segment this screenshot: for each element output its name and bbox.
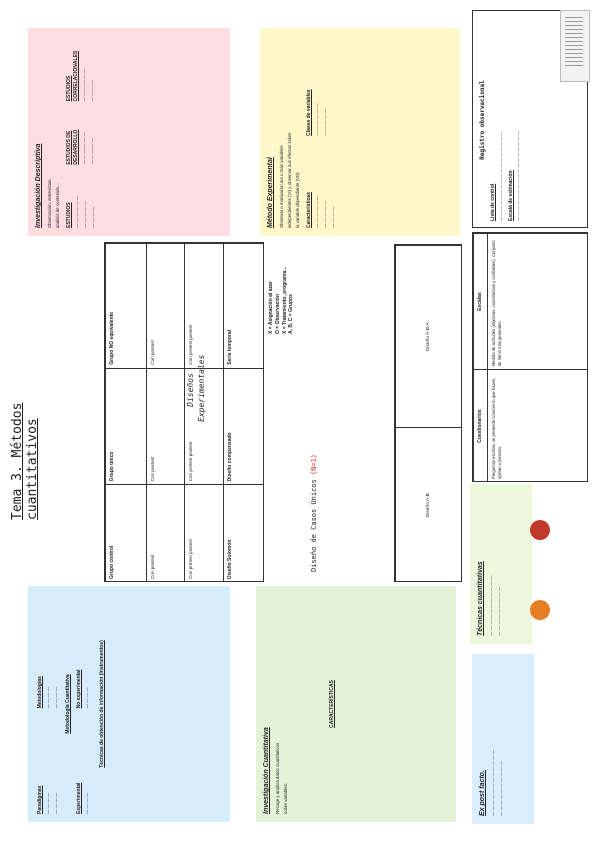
cuantitativa-line-1: Recoge y analiza datos cuantitativos [275,742,281,814]
cuantitativa-title: Investigación Cuantitativa [263,727,270,814]
paradigmas-sub-right: No experimental [76,669,83,709]
single-case-designs-table: Diseño A-B Diseño A-B-A [394,244,462,582]
logo-icon-2 [530,600,550,620]
design-ab-label: Diseño A-B [395,427,461,581]
designs-heading-text: Diseños Experimentales [186,354,206,422]
legend-item-0: X = Asignación al azar [268,281,274,334]
design-cell-0-2: Grupo NO equivalente [105,243,147,369]
descriptiva-line-1: Observación, entrevistas, [47,178,53,228]
experimental-col-2: Clases de variables [306,89,313,136]
card-investigacion-descriptiva: Investigación Descriptiva Observación, e… [28,28,230,236]
registro-observacional: Registro observacional Lista de control … [472,10,588,228]
cuantitativa-line-2: sobre variables. [283,783,289,814]
experimental-designs-table: Grupo control Grupo único Grupo NO equiv… [104,242,264,582]
descriptiva-col-3: ESTUDIOS CORRELACIONALES [66,50,80,102]
card-metodo-experimental: Método Experimental Observar o manipular… [260,28,460,236]
registro-title: Registro observacional [479,80,486,160]
design-cell-1-0: Con postest [146,484,185,581]
comp-header-1: Escalas [473,233,488,370]
experimental-col-1: Características [306,192,313,228]
design-cell-3-0: Diseño Solomón [223,484,263,581]
casos-unicos-heading: Diseño de Casos Únicos (N=1) [304,440,376,580]
paradigmas-sub-left: Experimental [76,782,83,814]
design-cell-2-0: Con pretest postest [184,484,224,581]
descriptiva-line-2: análisis de contenido... [55,183,61,228]
experimental-line-2: independientes (VI) y observar sus efect… [287,132,293,228]
card-investigacion-cuantitativa: Investigación Cuantitativa Recoge y anal… [256,586,456,822]
registro-item-1: Escala de estimación [507,170,514,221]
cuestionarios-escalas-table: Cuestionarios Escalas Preguntas escritas… [472,232,588,482]
cuantitativa-center: CARACTERÍSTICAS [329,680,336,728]
paradigmas-title-1: Paradigmas [37,785,43,814]
casos-badge: (N=1) [310,453,318,476]
paradigmas-tecnicas: Técnicas de obtención de información (In… [99,640,106,768]
logo-icon-1 [530,520,550,540]
descriptiva-col-1: ESTUDIOS [66,202,73,228]
descriptiva-col-2: ESTUDIOS DE DESARROLLO [66,129,80,165]
registro-item-0: Lista de control [490,183,497,221]
paradigmas-sub: Metodología Cuantitativa [64,674,71,734]
page-title: Tema 3. Métodos cuantitativos [10,402,40,520]
descriptiva-title: Investigación Descriptiva [35,143,42,228]
thumbnail-image [560,10,590,82]
comp-left: Preguntas escritas, se pretende conocer … [487,369,587,481]
design-cell-0-1: Grupo único [105,368,147,485]
legend-item-3: A, B, C = Grupos [288,294,295,334]
comp-header-0: Cuestionarios [473,369,488,481]
tecnicas-title: Técnicas cuantitativas [477,561,484,636]
comp-right: Medida de actitudes (objetivas, cuantita… [487,233,587,370]
designs-legend: X = Asignación al azar O = Observación X… [264,248,314,338]
card-paradigmas: Paradigmas— — — —— — — —Metodologías— — … [28,586,230,822]
experimental-title: Método Experimental [267,157,274,228]
experimental-line-3: la variable dependiente (VD) [295,172,301,228]
design-cell-0-0: Grupo control [105,484,147,581]
designs-heading: Diseños Experimentales [170,350,230,430]
legend-item-1: O = Observación [274,294,281,334]
paradigmas-title-2: Metodologías [37,676,43,709]
card-tecnicas-cuantitativas: Técnicas cuantitativas — — — — — — — — —… [470,484,532,644]
casos-title: Diseño de Casos Únicos [310,479,318,572]
legend-item-2: X = Tratamiento, programa... [281,266,288,334]
expost-title: Ex post facto. [479,770,486,816]
card-ex-post-facto: Ex post facto. — — — — — — — — — — — —— … [472,654,534,824]
experimental-line-1: Observar o manipular una o más variables [279,145,285,228]
design-aba-label: Diseño A-B-A [395,245,461,428]
